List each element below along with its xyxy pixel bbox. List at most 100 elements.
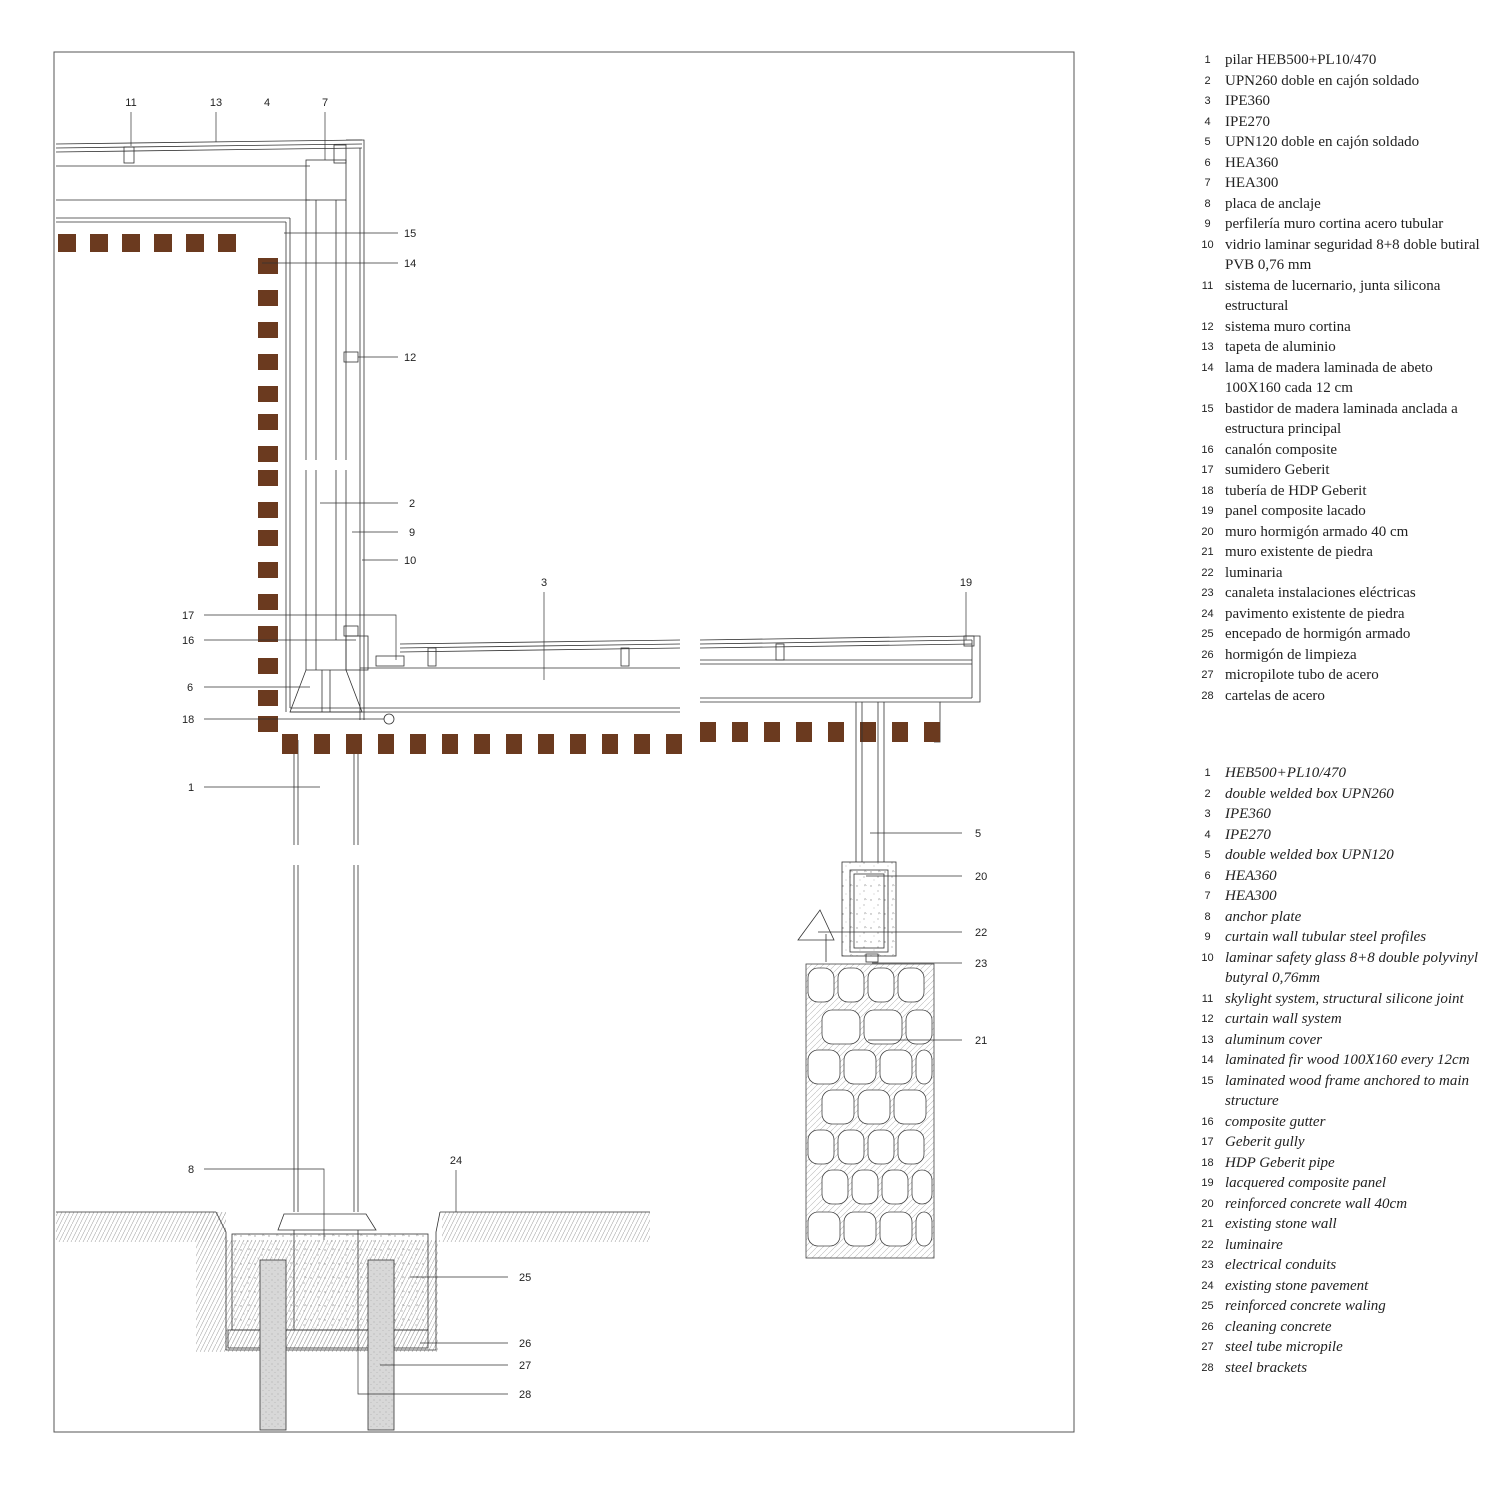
stone	[807, 967, 835, 1003]
legend-item-number: 20	[1201, 1197, 1214, 1210]
legend-item-number: 6	[1204, 869, 1211, 882]
legend-item-number: 21	[1201, 1218, 1214, 1230]
legend-item-number: 5	[1204, 136, 1211, 148]
stone	[807, 1211, 841, 1247]
legend-item-text: panel composite lacado	[1225, 503, 1366, 519]
legend-item-number: 17	[1201, 464, 1214, 476]
stone	[843, 1211, 877, 1247]
timber-louvres	[58, 234, 940, 754]
legend-item-text: sumidero Geberit	[1225, 462, 1330, 478]
legend-item-number: 16	[1201, 443, 1214, 456]
legend-item-text: HEA300	[1225, 175, 1279, 191]
stone	[915, 1049, 933, 1085]
callout-21: 21	[975, 1035, 987, 1047]
callout-1: 1	[188, 782, 194, 794]
callout-10: 10	[404, 555, 416, 567]
louvre	[732, 722, 748, 742]
legend-item-number: 13	[1201, 1033, 1214, 1046]
legend-item: 5 UPN120 doble en cajón soldado	[1190, 132, 1490, 153]
legend-item-number: 11	[1201, 279, 1214, 292]
legend-item-number: 15	[1201, 1074, 1214, 1087]
legend-item-number: 23	[1201, 1259, 1214, 1271]
legend-item-text: laminated fir wood 100X160 every 12cm	[1225, 1052, 1470, 1068]
louvre	[410, 734, 426, 754]
legend-item-number: 18	[1201, 484, 1214, 497]
louvre	[186, 234, 204, 252]
legend-item-number: 2	[1204, 787, 1211, 800]
legend-item-text: laminar safety glass 8+8 double polyviny…	[1225, 949, 1479, 987]
legend-item-text: lama de madera laminada de abeto 100X160…	[1225, 359, 1433, 397]
callout-3: 3	[541, 577, 547, 589]
gutter-base	[289, 635, 405, 725]
legend-item-text: perfilería muro cortina acero tubular	[1225, 216, 1444, 232]
louvre	[314, 734, 330, 754]
legend-item-number: 25	[1201, 628, 1214, 640]
stone	[867, 1129, 895, 1165]
legend-item-text: laminated wood frame anchored to main st…	[1225, 1072, 1470, 1110]
legend-item-number: 3	[1204, 95, 1211, 107]
legend-item-text: encepado de hormigón armado	[1225, 626, 1411, 642]
callout-2: 2	[409, 498, 415, 510]
louvre	[258, 562, 278, 578]
legend-item-text: existing stone pavement	[1225, 1277, 1369, 1294]
column-lines	[293, 200, 359, 1215]
legend-item-text: UPN120 doble en cajón soldado	[1225, 134, 1420, 150]
legend-item-text: HEA360	[1225, 154, 1279, 171]
callout-18: 18	[182, 714, 194, 726]
callout-17: 17	[182, 610, 194, 622]
legend-item-text: curtain wall system	[1225, 1011, 1342, 1027]
legend-item-number: 27	[1201, 669, 1214, 681]
louvre	[258, 658, 278, 674]
legend-item-text: composite gutter	[1225, 1113, 1326, 1130]
callout-19: 19	[960, 577, 972, 589]
legend-item-text: pilar HEB500+PL10/470	[1225, 52, 1377, 68]
legend-item-text: pavimento existente de piedra	[1225, 605, 1405, 622]
louvre	[828, 722, 844, 742]
legend-item-text: bastidor de madera laminada anclada a es…	[1225, 400, 1458, 438]
legend-item-number: 28	[1201, 689, 1214, 702]
louvre	[258, 322, 278, 338]
legend-item-number: 11	[1201, 992, 1214, 1005]
legend-item-number: 10	[1201, 951, 1214, 964]
legend-item: 10 laminar safety glass 8+8 double polyvi…	[1190, 948, 1490, 989]
callout-22: 22	[975, 927, 987, 939]
stone	[851, 1169, 879, 1205]
louvre	[122, 234, 140, 252]
stone	[863, 1009, 903, 1045]
legend-item-text: sistema muro cortina	[1225, 318, 1351, 335]
louvre	[258, 594, 278, 610]
upper-roof	[55, 139, 365, 720]
legend-item: 17 sumidero Geberit	[1190, 460, 1490, 481]
legend-item-number: 6	[1204, 156, 1211, 169]
legend-item-text: double welded box UPN120	[1225, 847, 1394, 863]
callout-5: 5	[975, 828, 981, 840]
louvre	[258, 502, 278, 518]
callout-14: 14	[404, 258, 416, 270]
callout-16: 16	[182, 635, 194, 647]
louvre	[58, 234, 76, 252]
legend-item-number: 7	[1204, 890, 1211, 902]
callout-20: 20	[975, 871, 987, 883]
legend-item-text: anchor plate	[1225, 908, 1302, 925]
stone	[897, 1129, 925, 1165]
lower-roof	[290, 635, 981, 743]
